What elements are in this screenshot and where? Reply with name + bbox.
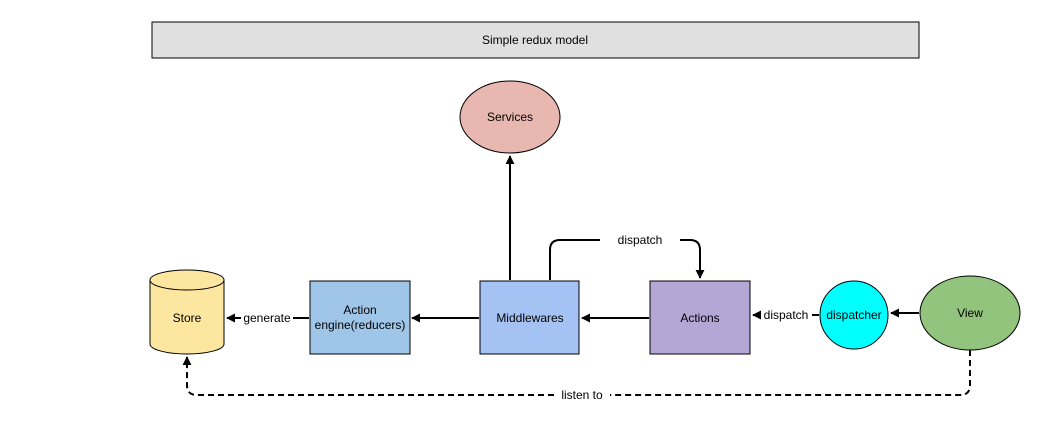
node-actions[interactable]: Actions: [649, 280, 751, 355]
title-bar: Simple redux model: [151, 21, 920, 59]
edge-label-generate: generate: [243, 311, 291, 325]
actions-label: Actions: [680, 311, 719, 325]
middlewares-label: Middlewares: [496, 311, 563, 325]
view-label: View: [957, 306, 983, 320]
store-body: [149, 280, 225, 355]
edge-label-dispatch-loop: dispatch: [618, 233, 663, 247]
middlewares-shape: [479, 280, 580, 355]
dispatcher-shape: [819, 280, 889, 350]
services-shape: [459, 80, 561, 154]
action-engine-shape: [309, 280, 411, 355]
edge-dispatch-loop-b: [680, 239, 705, 279]
action-engine-label-line2: engine(reducers): [315, 318, 406, 332]
action-engine-label-line1: Action: [343, 303, 376, 317]
edge-label-dispatch: dispatch: [764, 308, 809, 322]
actions-shape: [649, 280, 751, 355]
edge-label-listen-to: listen to: [561, 388, 603, 402]
node-dispatcher[interactable]: dispatcher: [819, 280, 889, 350]
node-view[interactable]: View: [919, 275, 1021, 351]
node-store[interactable]: Store: [149, 269, 225, 355]
node-middlewares[interactable]: Middlewares: [479, 280, 580, 355]
edge-listen-to-b: [182, 356, 554, 396]
node-action-engine[interactable]: Action engine(reducers): [309, 280, 411, 355]
diagram-title: Simple redux model: [482, 33, 588, 47]
store-top: [149, 269, 225, 291]
edge-listen-to-a: [610, 350, 971, 396]
edge-dispatch-loop-a: [549, 239, 600, 280]
store-label: Store: [173, 311, 202, 325]
dispatcher-label: dispatcher: [826, 308, 881, 322]
services-label: Services: [487, 110, 533, 124]
title-box: [151, 21, 920, 59]
node-services[interactable]: Services: [459, 80, 561, 154]
